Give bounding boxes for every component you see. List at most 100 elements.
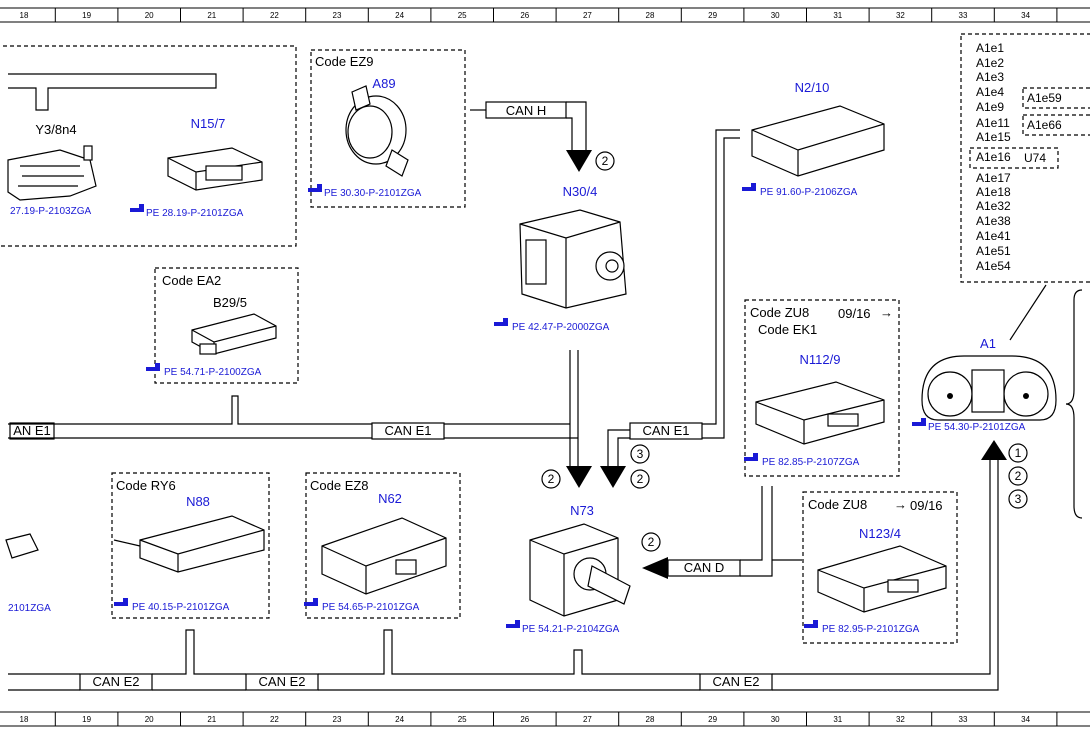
- circle-a1-2: 2: [1015, 469, 1022, 483]
- n112-9-date: 09/16: [838, 306, 871, 321]
- group-box-n88: [111, 472, 270, 619]
- ruler-number-bottom: 23: [333, 715, 342, 724]
- ruler-number-bottom: 22: [270, 715, 279, 724]
- group-box-n62: [305, 472, 461, 619]
- ruler-number-top: 30: [771, 11, 780, 20]
- hand-pointer-icon: [506, 620, 520, 628]
- can-e1-right-box: [629, 422, 703, 440]
- legend-item: A1e41: [976, 229, 1011, 243]
- a89-code: Code EZ9: [315, 54, 374, 69]
- circle-a1-1: 1: [1015, 446, 1022, 460]
- n2-10-ref: PE 91.60-P-2106ZGA: [760, 187, 858, 198]
- can-e2-a-box: [79, 673, 153, 691]
- a1-instrument-cluster: [921, 355, 1057, 421]
- hand-pointer-icon: [804, 620, 818, 628]
- ruler-number-bottom: 33: [959, 715, 968, 724]
- arrow-can-d: [642, 557, 668, 579]
- n88-label: N88: [186, 494, 210, 509]
- circle-can-d: 2: [648, 535, 655, 549]
- legend-item: A1e4: [976, 85, 1004, 99]
- ruler-number-top: 33: [959, 11, 968, 20]
- circle-n73-left: 2: [548, 472, 555, 486]
- ruler-number-bottom: 29: [708, 715, 717, 724]
- n123-4-date: 09/16: [910, 498, 943, 513]
- legend-inset-1-label: A1e59: [1027, 91, 1062, 105]
- can-e1-right-up: [702, 129, 740, 439]
- n2-10-label: N2/10: [795, 80, 830, 95]
- hand-pointer-icon: [146, 363, 160, 371]
- can-e2-main: [8, 460, 999, 691]
- a89-device: [345, 85, 409, 177]
- arrow-n30: [566, 150, 592, 172]
- n30-4-device: [519, 209, 627, 309]
- legend-item: A1e1: [976, 41, 1004, 55]
- legend-item: A1e32: [976, 199, 1011, 213]
- can-e1-mid-label: CAN E1: [385, 423, 432, 438]
- ruler-number-top: 28: [646, 11, 655, 20]
- a1-ref: PE 54.30-P-2101ZGA: [928, 422, 1026, 433]
- arrow-right-icon: →: [880, 305, 893, 320]
- ruler-number-bottom: 26: [520, 715, 529, 724]
- n112-9-code2: Code EK1: [758, 322, 817, 337]
- n123-4-label: N123/4: [859, 526, 901, 541]
- ruler-number-bottom: 21: [207, 715, 216, 724]
- ruler-number-top: 27: [583, 11, 592, 20]
- ruler-number-bottom: 20: [145, 715, 154, 724]
- ruler-number-bottom: 27: [583, 715, 592, 724]
- b29-5-ref: PE 54.71-P-2100ZGA: [164, 367, 262, 378]
- n123-4-ref: PE 82.95-P-2101ZGA: [822, 624, 920, 635]
- arrow-n73-right: [600, 466, 626, 488]
- ruler-number-top: 21: [207, 11, 216, 20]
- hand-pointer-icon: [742, 183, 756, 191]
- y3-8n4-ref: 27.19-P-2103ZGA: [10, 206, 91, 217]
- a89-label: A89: [372, 76, 395, 91]
- n123-4-code: Code ZU8: [808, 497, 867, 512]
- group-box-n123: [802, 491, 958, 644]
- ruler-number-bottom: 19: [82, 715, 91, 724]
- n15-7-device: [167, 147, 263, 191]
- b29-5-device: [191, 313, 277, 355]
- n30-to-n73: [569, 350, 579, 466]
- n73-label: N73: [570, 503, 594, 518]
- legend-inset-2: [1022, 114, 1090, 136]
- n15-7-ref: PE 28.19-P-2101ZGA: [146, 208, 244, 219]
- n112-9-device: [755, 381, 885, 445]
- ruler-number-top: 23: [333, 11, 342, 20]
- hand-pointer-icon: [114, 598, 128, 606]
- arrow-a1: [981, 440, 1007, 460]
- ruler-number-bottom: 28: [646, 715, 655, 724]
- legend-item: A1e2: [976, 56, 1004, 70]
- hand-pointer-icon: [130, 204, 144, 212]
- ruler-number-top: 25: [458, 11, 467, 20]
- ruler-number-top: 29: [708, 11, 717, 20]
- can-d-label: CAN D: [684, 560, 724, 575]
- legend-item: A1e54: [976, 259, 1011, 273]
- legend-item: A1e3: [976, 70, 1004, 84]
- ruler-number-bottom: 18: [20, 715, 29, 724]
- ruler-number-top: 24: [395, 11, 404, 20]
- n123-4-device: [817, 545, 947, 613]
- hand-pointer-icon: [494, 318, 508, 326]
- ruler-number-top: 26: [520, 11, 529, 20]
- n112-9-code: Code ZU8: [750, 305, 809, 320]
- legend-item: A1e38: [976, 214, 1011, 228]
- n2-10-device: [751, 105, 885, 177]
- can-e2-a-label: CAN E2: [93, 674, 140, 689]
- legend-inset-2-label: A1e66: [1027, 118, 1062, 132]
- n73-device: [529, 523, 631, 617]
- top-left-rail: [8, 73, 217, 111]
- b29-5-code: Code EA2: [162, 273, 221, 288]
- n62-device: [321, 517, 447, 595]
- b29-5-label: B29/5: [213, 295, 247, 310]
- ruler-top: [0, 7, 1090, 23]
- n62-code: Code EZ8: [310, 478, 369, 493]
- can-e2-c-label: CAN E2: [713, 674, 760, 689]
- hand-pointer-icon: [912, 418, 926, 426]
- group-box-b29: [154, 267, 299, 384]
- n30-4-label: N30/4: [563, 184, 598, 199]
- legend-list: A1e1A1e2A1e3A1e4A1e9A1e11A1e15A1e16A1e17…: [976, 41, 1011, 273]
- legend-item: A1e15: [976, 130, 1011, 144]
- circle-n30: 2: [602, 154, 609, 168]
- circle-a1-3: 3: [1015, 492, 1022, 506]
